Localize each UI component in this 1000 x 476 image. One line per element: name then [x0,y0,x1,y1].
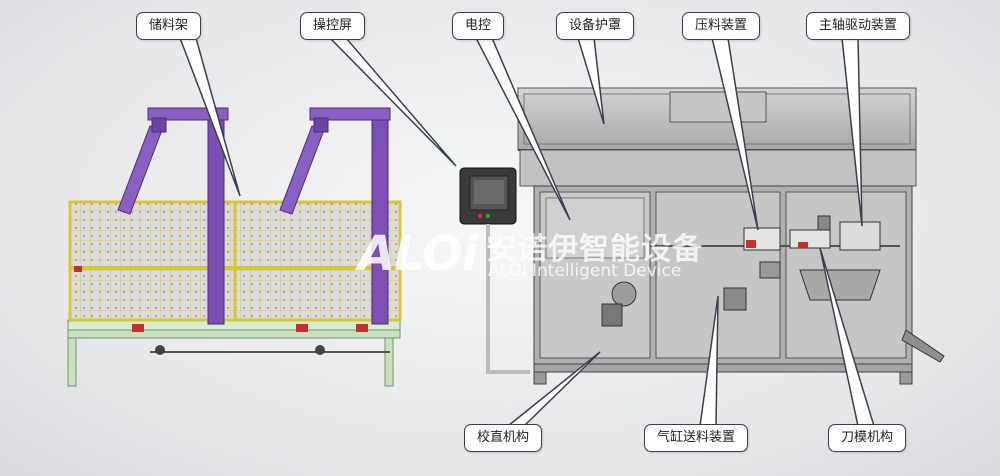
callout-storage-rack: 储料架 [136,12,202,40]
callout-control-screen: 操控屏 [300,12,366,40]
callout-protective-cover: 设备护罩 [556,12,635,40]
main-machine [517,87,945,385]
callout-pressing-device: 压料装置 [682,12,761,40]
watermark-english-name: ALOi Intelligent Device [488,261,682,281]
callout-electric-control: 电控 [452,12,505,40]
watermark-logo: ALOi [358,226,478,282]
callout-spindle-drive: 主轴驱动装置 [806,12,911,40]
callout-die-mechanism: 刀模机构 [828,424,907,452]
watermark-company-name: 安诺伊智能设备 [486,232,703,267]
callout-cylinder-feed: 气缸送料装置 [644,424,749,452]
callout-pointers [178,37,876,427]
control-screen-unit [459,167,530,374]
callout-straightening: 校直机构 [464,424,543,452]
storage-rack [67,107,402,387]
